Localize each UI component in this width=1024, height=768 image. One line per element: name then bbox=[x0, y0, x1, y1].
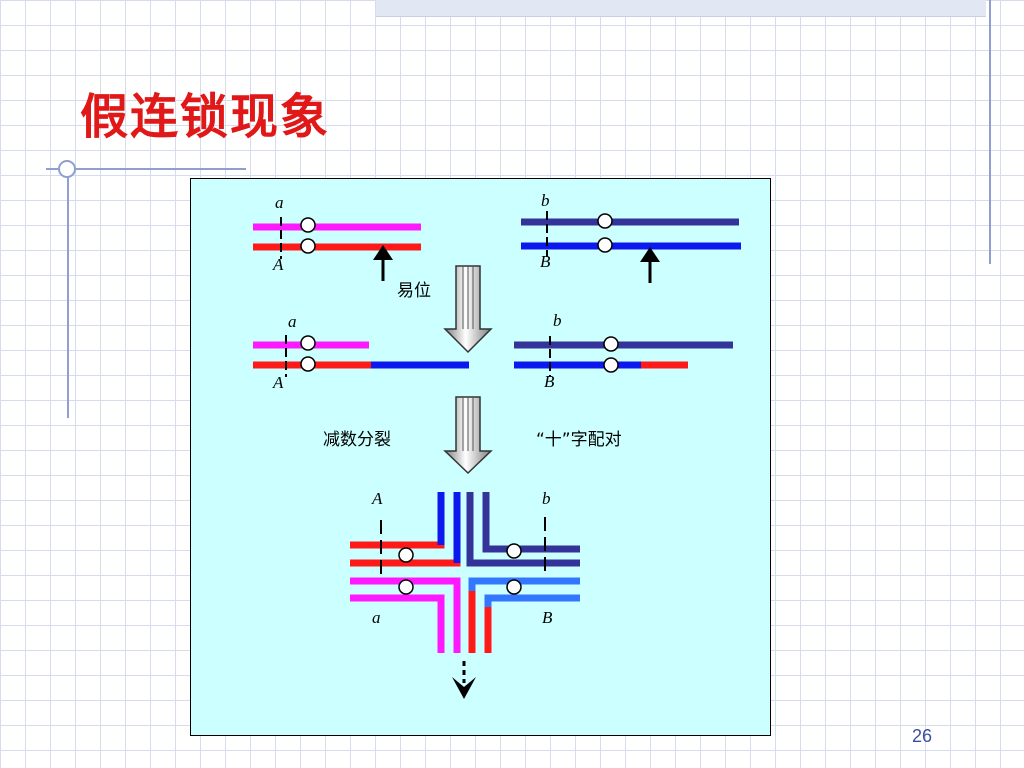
centromere bbox=[597, 213, 613, 229]
label-B: B bbox=[540, 252, 551, 271]
title-underline bbox=[46, 168, 246, 170]
page-number: 26 bbox=[912, 726, 933, 746]
continuation-arrow bbox=[452, 661, 476, 699]
label-A: A bbox=[272, 373, 284, 392]
break-point-arrow bbox=[373, 245, 393, 281]
label-b: b bbox=[553, 311, 562, 330]
cross-pairing-figure: A b a B bbox=[350, 489, 580, 699]
label-meiosis: 减数分裂 bbox=[323, 430, 391, 450]
label-A: A bbox=[371, 489, 383, 508]
stage2-right-pair: b B bbox=[514, 311, 733, 391]
translocation-diagram: a A b B 易位 bbox=[253, 191, 741, 699]
chromatid-magenta-outer bbox=[350, 594, 445, 653]
title-decor-circle bbox=[58, 160, 76, 178]
label-a: a bbox=[288, 312, 297, 331]
centromere bbox=[506, 543, 522, 559]
break-point-arrow bbox=[640, 247, 660, 283]
centromere bbox=[597, 237, 613, 253]
header-band bbox=[376, 0, 986, 17]
centromere bbox=[300, 217, 316, 233]
label-translocation: 易位 bbox=[397, 281, 431, 301]
chromatid-red-blue-outer bbox=[350, 492, 445, 549]
label-a: a bbox=[372, 608, 381, 627]
centromere bbox=[603, 336, 619, 352]
stage2-left-pair: a A bbox=[253, 312, 469, 392]
stage1-right-pair: b B bbox=[521, 191, 741, 283]
stage1-left-pair: a A bbox=[253, 193, 421, 281]
centromere bbox=[300, 356, 316, 372]
centromere bbox=[300, 238, 316, 254]
label-b: b bbox=[542, 489, 551, 508]
centromere bbox=[506, 579, 522, 595]
label-cross-pairing: “十”字配对 bbox=[536, 430, 622, 450]
chromatid-magenta-inner bbox=[350, 577, 461, 653]
centromere bbox=[300, 335, 316, 351]
chromatid-darkblue-inner bbox=[466, 492, 580, 567]
centromere bbox=[398, 547, 414, 563]
label-B: B bbox=[544, 372, 555, 391]
right-decor-line bbox=[989, 0, 991, 264]
chromatid-darkblue-outer bbox=[482, 492, 580, 553]
label-B: B bbox=[542, 608, 553, 627]
diagram-panel: a A b B 易位 bbox=[190, 178, 771, 736]
label-b: b bbox=[541, 191, 550, 210]
label-A: A bbox=[272, 255, 284, 274]
meiosis-arrow bbox=[443, 396, 493, 475]
centromere bbox=[603, 357, 619, 373]
left-decor-line bbox=[67, 160, 69, 418]
label-a: a bbox=[275, 193, 284, 212]
translocation-arrow bbox=[443, 265, 493, 354]
slide-title: 假连锁现象 bbox=[80, 89, 331, 145]
chromatid-lightblue-outer bbox=[484, 594, 580, 653]
centromere bbox=[398, 579, 414, 595]
